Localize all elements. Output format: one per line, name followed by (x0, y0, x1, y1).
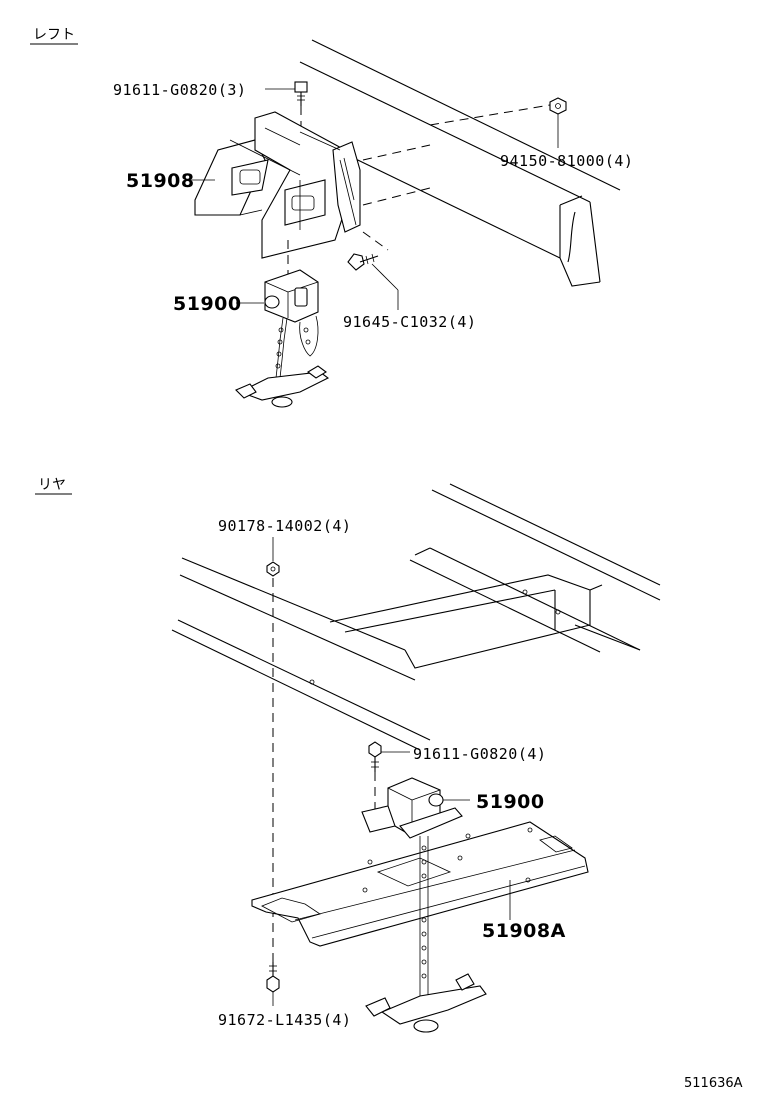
bracket-51908-icon (194, 111, 361, 259)
bolt-91611-top-icon (294, 81, 308, 106)
nut-94150-icon (549, 97, 567, 115)
nut-90178-icon (266, 561, 280, 577)
frame-rail-left (299, 39, 621, 287)
section-label-left: レフト (33, 27, 75, 43)
section-label-rear: リヤ (38, 477, 66, 493)
label-91611-bottom: 91611-G0820(4) (413, 745, 546, 763)
label-94150: 94150-81000(4) (500, 152, 633, 170)
bolt-91672-icon (266, 962, 280, 993)
label-91645: 91645-C1032(4) (343, 313, 476, 331)
label-91672: 91672-L1435(4) (218, 1011, 351, 1029)
label-51908A: 51908A (482, 920, 566, 942)
rear-section: リヤ (35, 477, 661, 1033)
label-91611-top: 91611-G0820(3) (113, 81, 246, 99)
hoist-51900-bottom-icon (361, 777, 463, 839)
frame-rear (171, 483, 661, 751)
label-51900-top: 51900 (173, 293, 242, 315)
label-51900-bottom: 51900 (476, 791, 545, 813)
leader-91645 (371, 263, 399, 291)
bolt-91611-bottom-icon (368, 741, 382, 772)
hoist-51900-top-icon (235, 240, 330, 408)
chain-carrier-bottom-icon (365, 836, 487, 1033)
left-section: レフト (30, 27, 621, 408)
label-51908: 51908 (126, 170, 195, 192)
label-90178: 90178-14002(4) (218, 517, 351, 535)
bolt-91645-icon (347, 253, 379, 271)
catalog-number: 511636A (684, 1076, 743, 1091)
